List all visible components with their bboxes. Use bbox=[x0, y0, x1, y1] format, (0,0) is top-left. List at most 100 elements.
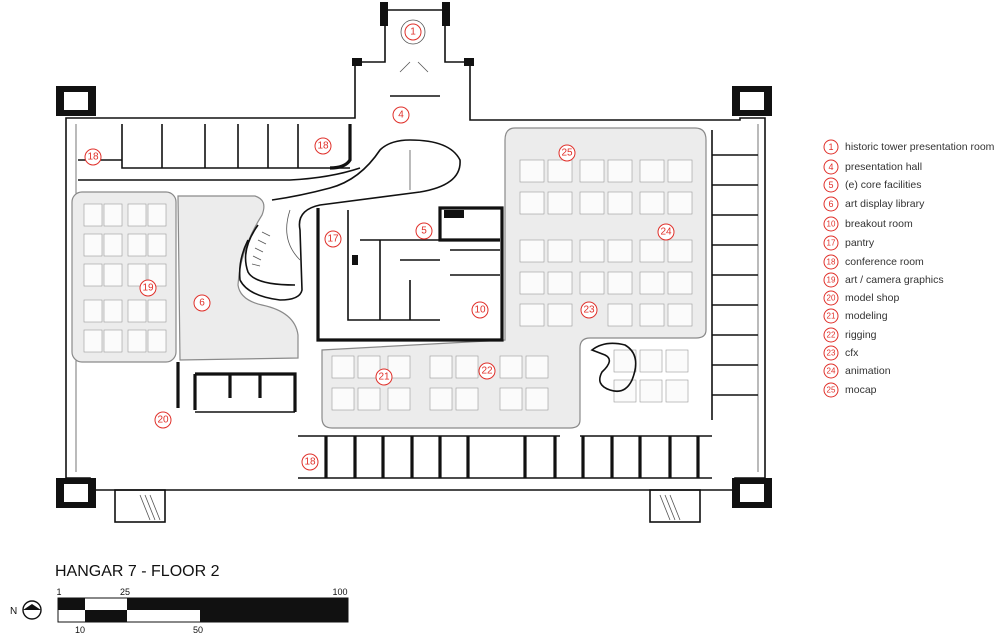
svg-text:modeling: modeling bbox=[845, 310, 888, 322]
svg-text:22: 22 bbox=[827, 331, 836, 340]
plan-label-18-s: 18 bbox=[301, 453, 319, 471]
plan-label-23: 23 bbox=[580, 301, 598, 319]
svg-text:1: 1 bbox=[56, 587, 61, 597]
svg-text:18: 18 bbox=[827, 258, 836, 267]
plan-label-6: 6 bbox=[193, 294, 211, 312]
svg-text:20: 20 bbox=[827, 294, 836, 303]
scale-bar: 1 25 100 10 50 bbox=[56, 587, 349, 635]
north-label: N bbox=[10, 606, 17, 617]
legend-item: 10 breakout room bbox=[823, 216, 913, 232]
plan-label-10: 10 bbox=[471, 301, 489, 319]
svg-text:17: 17 bbox=[827, 239, 836, 248]
svg-text:6: 6 bbox=[828, 199, 833, 209]
svg-text:conference room: conference room bbox=[845, 256, 924, 268]
svg-text:(e) core facilities: (e) core facilities bbox=[845, 179, 921, 191]
svg-text:cfx: cfx bbox=[845, 347, 859, 359]
plan-label-22: 22 bbox=[478, 362, 496, 380]
svg-text:presentation hall: presentation hall bbox=[845, 161, 922, 173]
svg-text:model shop: model shop bbox=[845, 292, 899, 304]
svg-text:18: 18 bbox=[304, 457, 316, 468]
svg-text:24: 24 bbox=[827, 367, 836, 376]
tower-table bbox=[390, 19, 440, 97]
plan-label-4: 4 bbox=[392, 106, 410, 124]
svg-text:4: 4 bbox=[828, 162, 833, 172]
svg-text:22: 22 bbox=[481, 366, 493, 377]
plan-label-18-nw: 18 bbox=[84, 148, 102, 166]
svg-text:5: 5 bbox=[828, 180, 833, 190]
legend-item: 18 conference room bbox=[823, 254, 924, 270]
svg-text:21: 21 bbox=[378, 372, 390, 383]
svg-text:5: 5 bbox=[421, 226, 427, 237]
svg-text:25: 25 bbox=[561, 148, 573, 159]
east-offices bbox=[711, 130, 758, 420]
south-offices bbox=[298, 435, 712, 479]
svg-text:10: 10 bbox=[827, 220, 836, 229]
svg-text:historic tower presentation ro: historic tower presentation room bbox=[845, 141, 995, 153]
plan-title: HANGAR 7 - FLOOR 2 bbox=[55, 563, 220, 580]
svg-text:25: 25 bbox=[827, 386, 836, 395]
svg-text:breakout room: breakout room bbox=[845, 218, 913, 230]
svg-text:18: 18 bbox=[317, 141, 329, 152]
plan-label-20: 20 bbox=[154, 411, 172, 429]
legend-item: 25 mocap bbox=[823, 382, 877, 398]
plan-label-18-n: 18 bbox=[314, 137, 332, 155]
corner-pier-nw bbox=[56, 86, 96, 116]
plan-label-21: 21 bbox=[375, 368, 393, 386]
core-walls bbox=[316, 206, 504, 342]
zone-6-library bbox=[177, 195, 299, 361]
svg-text:animation: animation bbox=[845, 365, 891, 377]
plan-label-5: 5 bbox=[415, 222, 433, 240]
svg-text:18: 18 bbox=[87, 152, 99, 163]
svg-text:1: 1 bbox=[828, 142, 833, 152]
plan-label-24: 24 bbox=[657, 223, 675, 241]
desks-south bbox=[331, 349, 689, 411]
plan-label-17: 17 bbox=[324, 230, 342, 248]
plan-label-19: 19 bbox=[139, 279, 157, 297]
corner-pier-sw bbox=[56, 478, 96, 508]
svg-text:10: 10 bbox=[474, 305, 486, 316]
svg-text:100: 100 bbox=[332, 587, 347, 597]
legend: 1 historic tower presentation room 4 prese… bbox=[823, 139, 995, 398]
svg-text:pantry: pantry bbox=[845, 237, 875, 249]
svg-text:25: 25 bbox=[120, 587, 130, 597]
svg-text:mocap: mocap bbox=[845, 384, 877, 396]
curved-circulation bbox=[238, 139, 461, 301]
legend-item: 21 modeling bbox=[823, 308, 888, 324]
legend-item: 22 rigging bbox=[823, 327, 877, 343]
north-offices bbox=[78, 124, 361, 181]
svg-text:6: 6 bbox=[199, 298, 205, 309]
svg-text:19: 19 bbox=[827, 276, 836, 285]
east-stair bbox=[590, 342, 637, 393]
north-arrow: N bbox=[10, 600, 42, 620]
legend-item: 4 presentation hall bbox=[823, 159, 922, 175]
svg-text:4: 4 bbox=[398, 110, 404, 121]
svg-text:rigging: rigging bbox=[845, 329, 877, 341]
svg-text:50: 50 bbox=[193, 625, 203, 635]
svg-text:17: 17 bbox=[327, 234, 339, 245]
plan-label-25: 25 bbox=[558, 144, 576, 162]
svg-text:21: 21 bbox=[827, 312, 836, 321]
legend-item: 1 historic tower presentation room bbox=[823, 139, 995, 155]
plan-label-1: 1 bbox=[404, 23, 422, 41]
desks-west bbox=[83, 203, 167, 353]
corner-pier-se bbox=[732, 478, 772, 508]
legend-item: 6 art display library bbox=[823, 196, 925, 212]
svg-text:24: 24 bbox=[660, 227, 672, 238]
legend-item: 20 model shop bbox=[823, 290, 899, 306]
corner-pier-ne bbox=[732, 86, 772, 116]
legend-item: 5 (e) core facilities bbox=[823, 177, 921, 193]
svg-text:20: 20 bbox=[157, 415, 169, 426]
svg-text:23: 23 bbox=[583, 305, 595, 316]
svg-text:23: 23 bbox=[827, 349, 836, 358]
south-stairs bbox=[114, 489, 701, 523]
legend-item: 19 art / camera graphics bbox=[823, 272, 944, 288]
tower-piers bbox=[352, 2, 474, 66]
svg-text:art display library: art display library bbox=[845, 198, 925, 210]
svg-text:10: 10 bbox=[75, 625, 85, 635]
legend-item: 17 pantry bbox=[823, 235, 875, 251]
legend-item: 24 animation bbox=[823, 363, 891, 379]
model-shop-walls bbox=[176, 362, 297, 413]
svg-text:19: 19 bbox=[142, 283, 154, 294]
svg-text:art / camera graphics: art / camera graphics bbox=[845, 274, 944, 286]
